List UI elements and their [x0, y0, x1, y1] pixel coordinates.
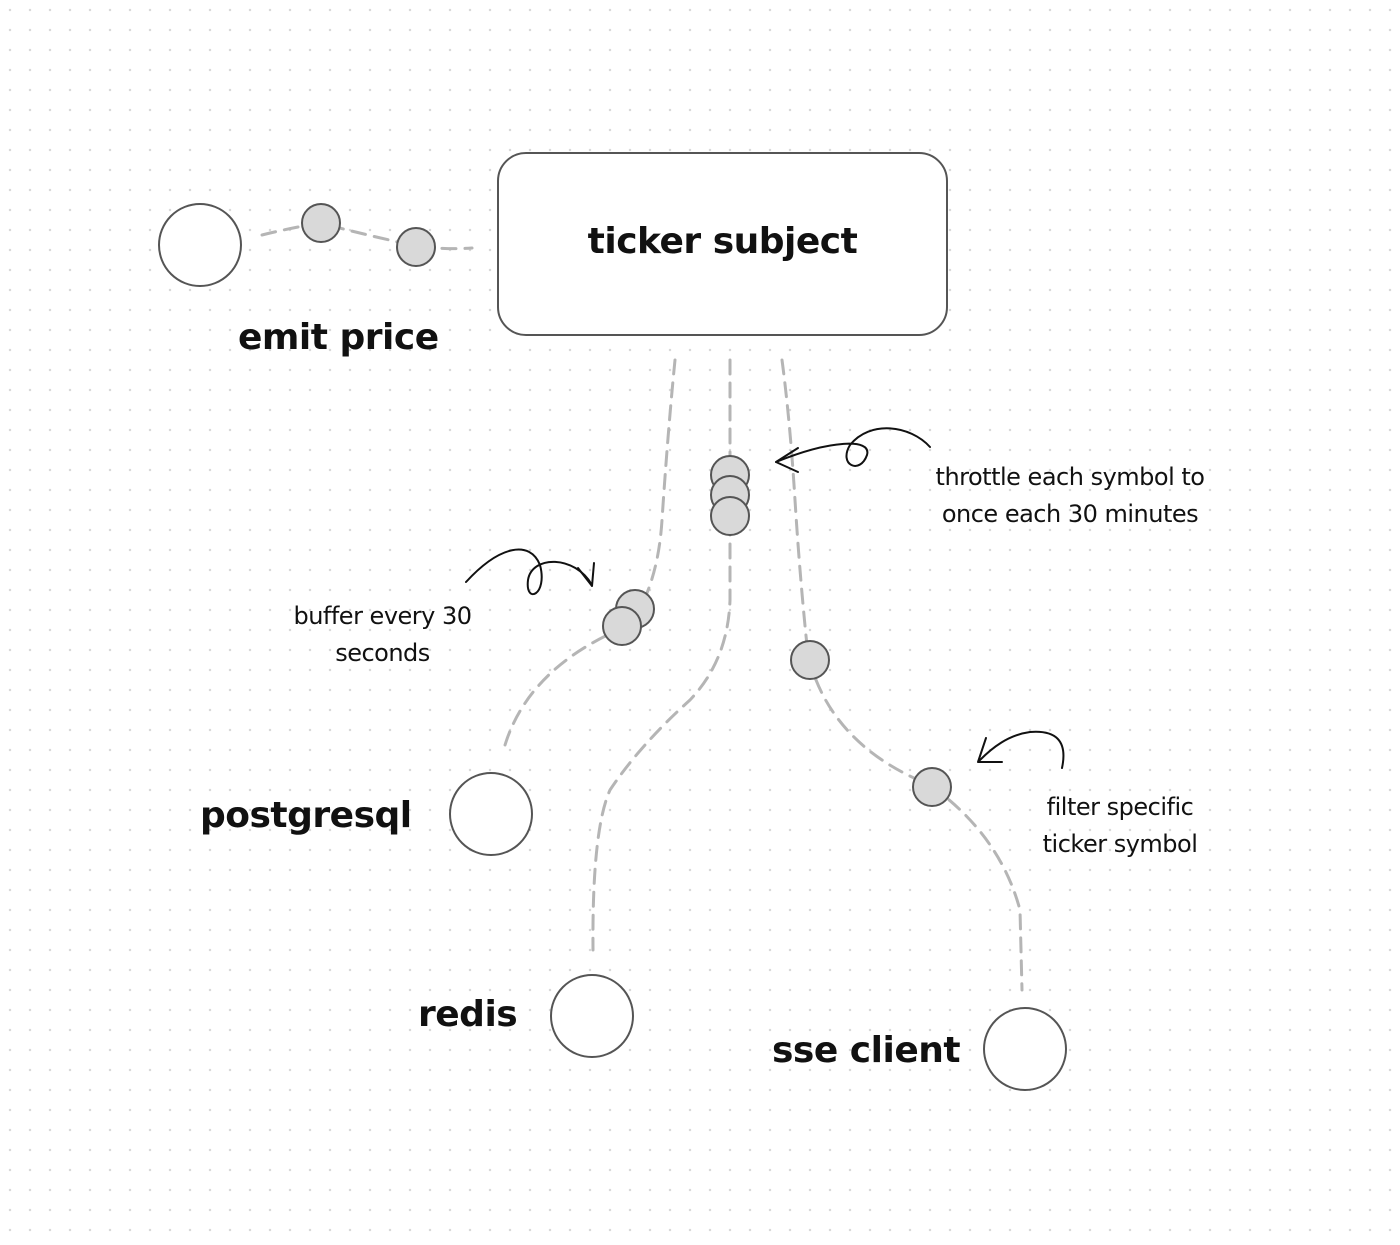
source-node-circle [158, 203, 242, 287]
buffer-annotation-line-2: seconds [335, 639, 430, 668]
filter-annotation-line-1: filter specific [1046, 793, 1194, 821]
sse-marble-1 [790, 640, 830, 680]
buffer-arrowhead [577, 562, 595, 587]
sse-client-label: sse client [772, 1030, 961, 1071]
sse-marble-2 [912, 767, 952, 807]
filter-arrowhead [977, 737, 1003, 763]
throttle-marble-3 [710, 496, 750, 536]
buffer-annotation: buffer every 30 seconds [270, 598, 495, 672]
throttle-annotation: throttle each symbol to once each 30 min… [900, 459, 1240, 533]
filter-arrow [979, 730, 1065, 769]
postgres-node-circle [449, 772, 533, 856]
throttle-arrowhead [775, 447, 799, 473]
sse-node-circle [983, 1007, 1067, 1091]
ticker-subject-box [497, 152, 948, 336]
source-stream-line [260, 221, 474, 251]
redis-label: redis [418, 994, 518, 1035]
filter-annotation-line-2: ticker symbol [1042, 830, 1198, 859]
buffer-marble-2 [602, 606, 642, 646]
redis-node-circle [550, 974, 634, 1058]
ticker-subject-label: ticker subject [587, 221, 858, 262]
source-label: emit price [238, 317, 439, 358]
buffer-annotation-line-1: buffer every 30 [293, 602, 472, 630]
filter-annotation: filter specific ticker symbol [1015, 789, 1225, 863]
redis-stream-line [591, 358, 732, 952]
postgres-stream-line [503, 358, 677, 747]
throttle-arrow [775, 427, 931, 467]
postgres-label: postgresql [200, 795, 412, 836]
buffer-arrow [465, 548, 593, 596]
source-marble-2 [396, 227, 436, 267]
throttle-annotation-line-1: throttle each symbol to [935, 463, 1205, 491]
source-marble-1 [301, 203, 341, 243]
throttle-annotation-line-2: once each 30 minutes [941, 500, 1199, 529]
